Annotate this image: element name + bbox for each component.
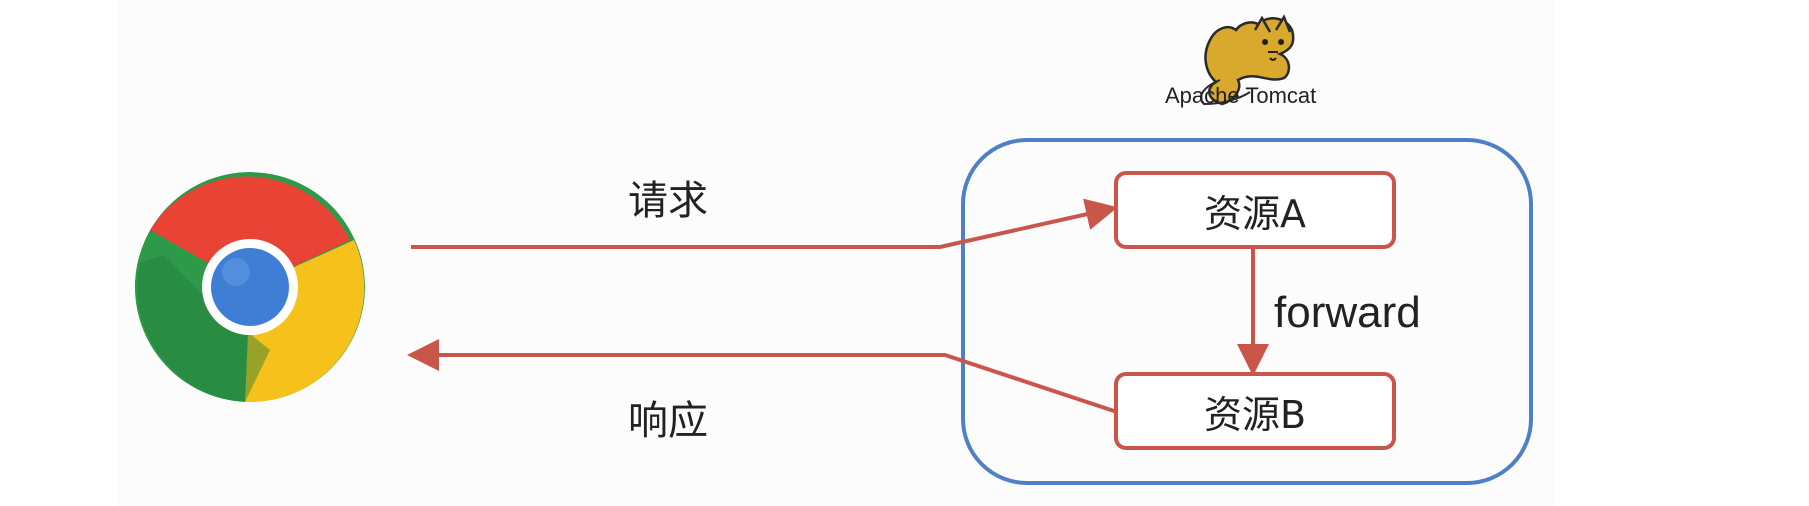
- resource-a-label: 资源A: [1204, 191, 1306, 236]
- request-arrow: [411, 198, 1118, 249]
- forward-label: forward: [1274, 288, 1421, 337]
- request-label: 请求: [628, 178, 708, 224]
- server-name: Apache Tomcat: [1165, 83, 1317, 108]
- resource-b-label: 资源B: [1203, 392, 1307, 437]
- response-label: 响应: [628, 398, 708, 444]
- tomcat-logo-icon: [1200, 14, 1295, 106]
- resource-b-box: 资源B: [1114, 372, 1396, 450]
- chrome-browser-icon: [135, 172, 365, 402]
- resource-a-box: 资源A: [1114, 171, 1396, 249]
- response-arrow: [407, 339, 1118, 414]
- tomcat-container: [961, 138, 1533, 485]
